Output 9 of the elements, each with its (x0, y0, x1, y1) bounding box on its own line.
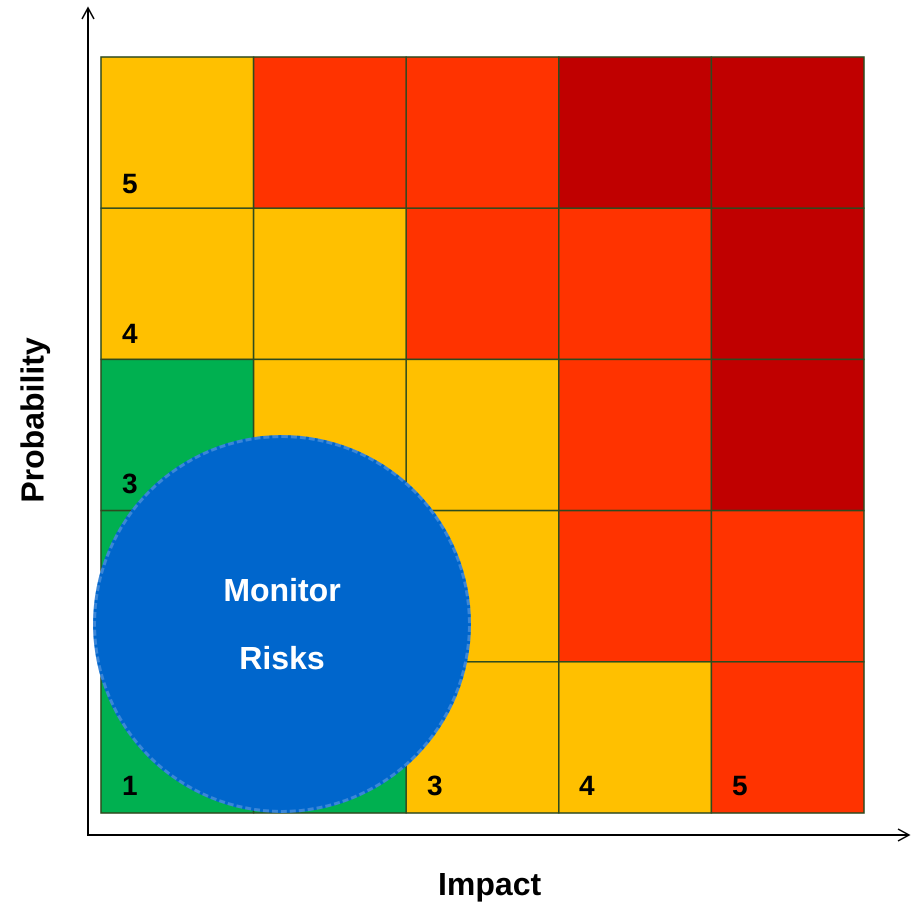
scale-number: 5 (732, 772, 748, 800)
scale-number: 4 (122, 320, 138, 348)
axis-title: Impact (438, 868, 542, 900)
scale-number: 5 (122, 170, 138, 198)
axis-title: Probability (16, 337, 49, 503)
scale-number: 1 (122, 772, 138, 800)
scale-number: 4 (579, 772, 595, 800)
scale-number: 3 (122, 470, 138, 498)
scale-number: 3 (427, 772, 443, 800)
